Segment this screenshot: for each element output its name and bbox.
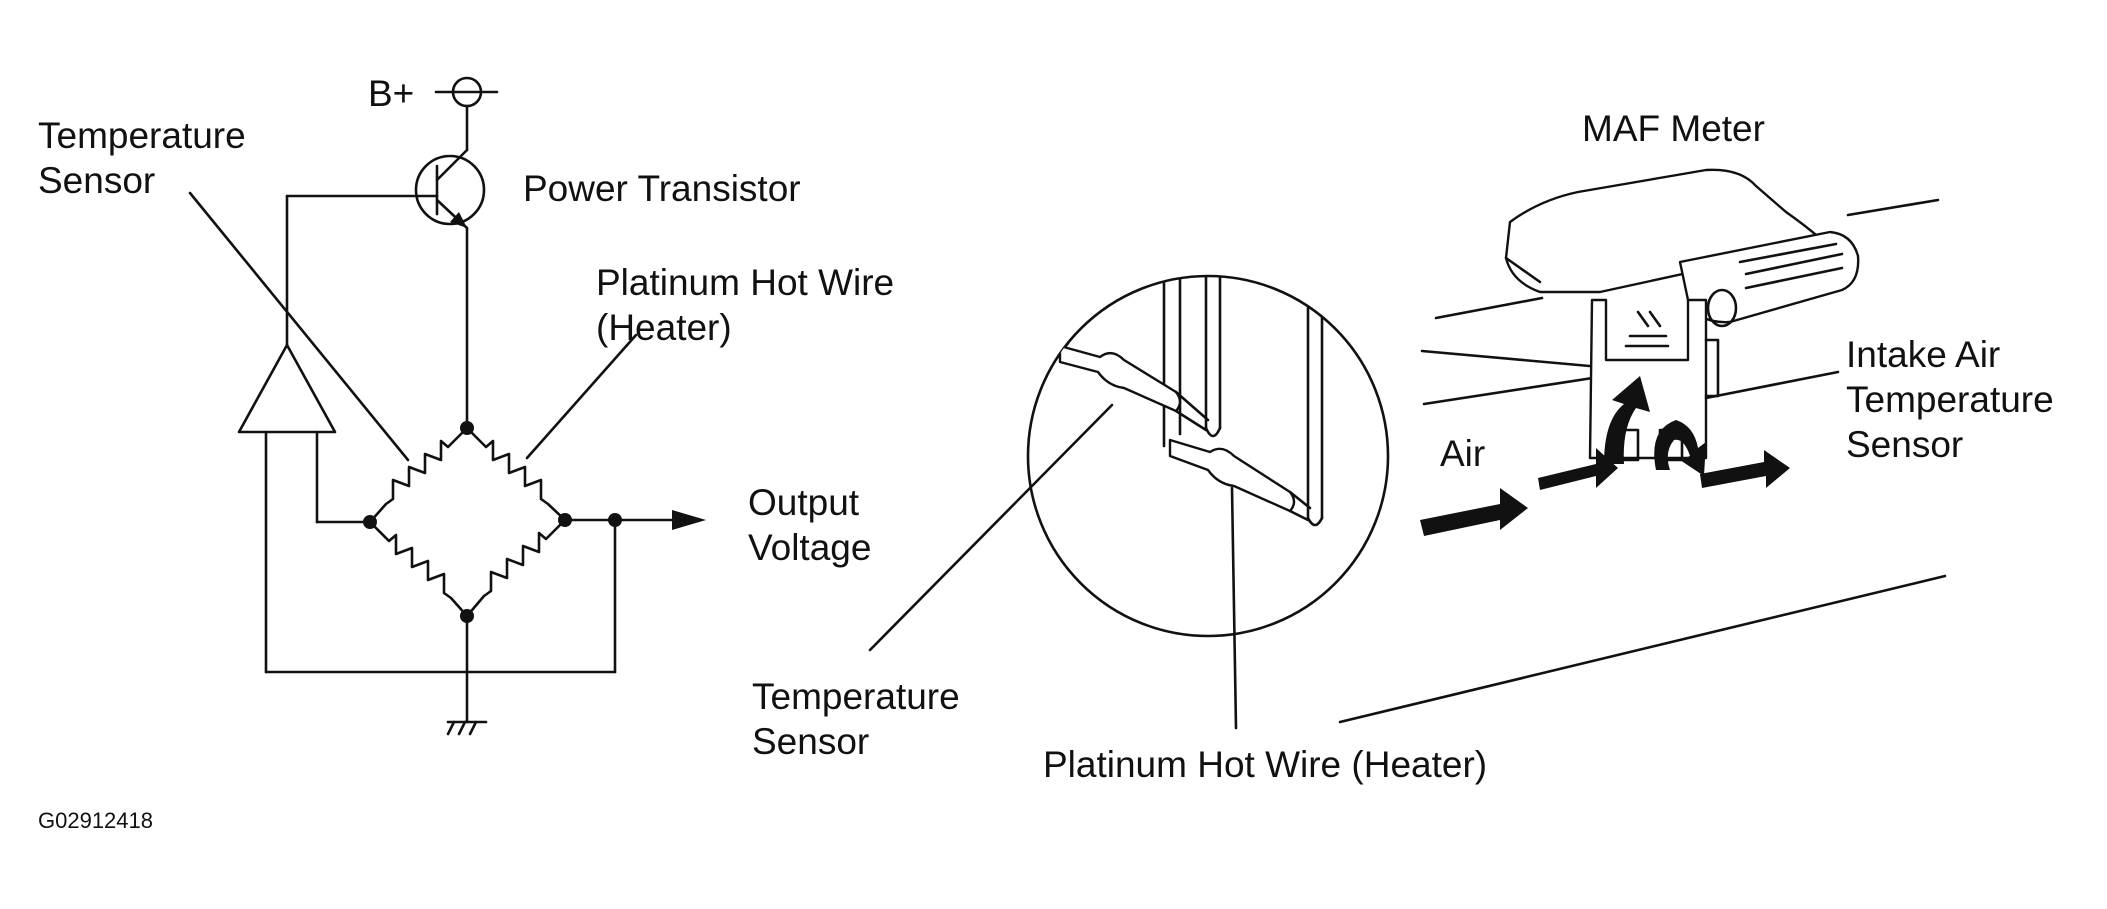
sensor-detail-zoom: Temperature Sensor Platinum Hot Wire (He…	[752, 274, 1614, 785]
resistor-bridge	[315, 421, 617, 724]
detail-temperature-leader	[868, 403, 1114, 652]
power-transistor-label: Power Transistor	[523, 168, 801, 209]
detail-hot-wire-label: Platinum Hot Wire (Heater)	[1043, 744, 1487, 785]
hot-wire-label: Platinum Hot Wire (Heater)	[596, 262, 904, 348]
op-amp-symbol	[237, 194, 337, 674]
figure-code: G02912418	[38, 808, 153, 833]
duct-edge-lower	[1338, 574, 1947, 724]
detail-temperature-sensor-label: Temperature Sensor	[752, 676, 970, 762]
supply-label: B+	[368, 73, 414, 114]
supply-terminal-symbol	[434, 76, 499, 152]
output-line	[264, 510, 706, 674]
hot-wire-leader	[525, 333, 638, 460]
maf-meter-illustration: MAF Meter Air Intake Air Temperature Sen…	[1338, 108, 2064, 724]
duct-edge-upper-left	[1434, 296, 1544, 320]
circuit-schematic: B+ Power Transistor	[38, 73, 904, 736]
intake-air-sensor-leader	[1704, 370, 1840, 400]
maf-housing	[1504, 168, 1860, 462]
ground-symbol	[446, 720, 488, 736]
zoom-connector-top	[1420, 349, 1614, 370]
detail-wires	[1052, 276, 1324, 527]
airflow-arrows	[1420, 376, 1790, 536]
temperature-sensor-leader	[188, 191, 410, 462]
output-voltage-label: Output Voltage	[748, 482, 871, 568]
detail-circle-outline	[1026, 274, 1390, 638]
duct-edge-upper-right	[1846, 198, 1940, 217]
temperature-sensor-label: Temperature Sensor	[38, 115, 256, 201]
intake-air-sensor-label: Intake Air Temperature Sensor	[1846, 334, 2064, 465]
maf-meter-title: MAF Meter	[1582, 108, 1765, 149]
zoom-connector-bottom	[1422, 373, 1614, 406]
power-transistor-symbol	[285, 148, 486, 430]
air-label: Air	[1440, 433, 1485, 474]
detail-hot-wire-leader	[1230, 486, 1238, 730]
